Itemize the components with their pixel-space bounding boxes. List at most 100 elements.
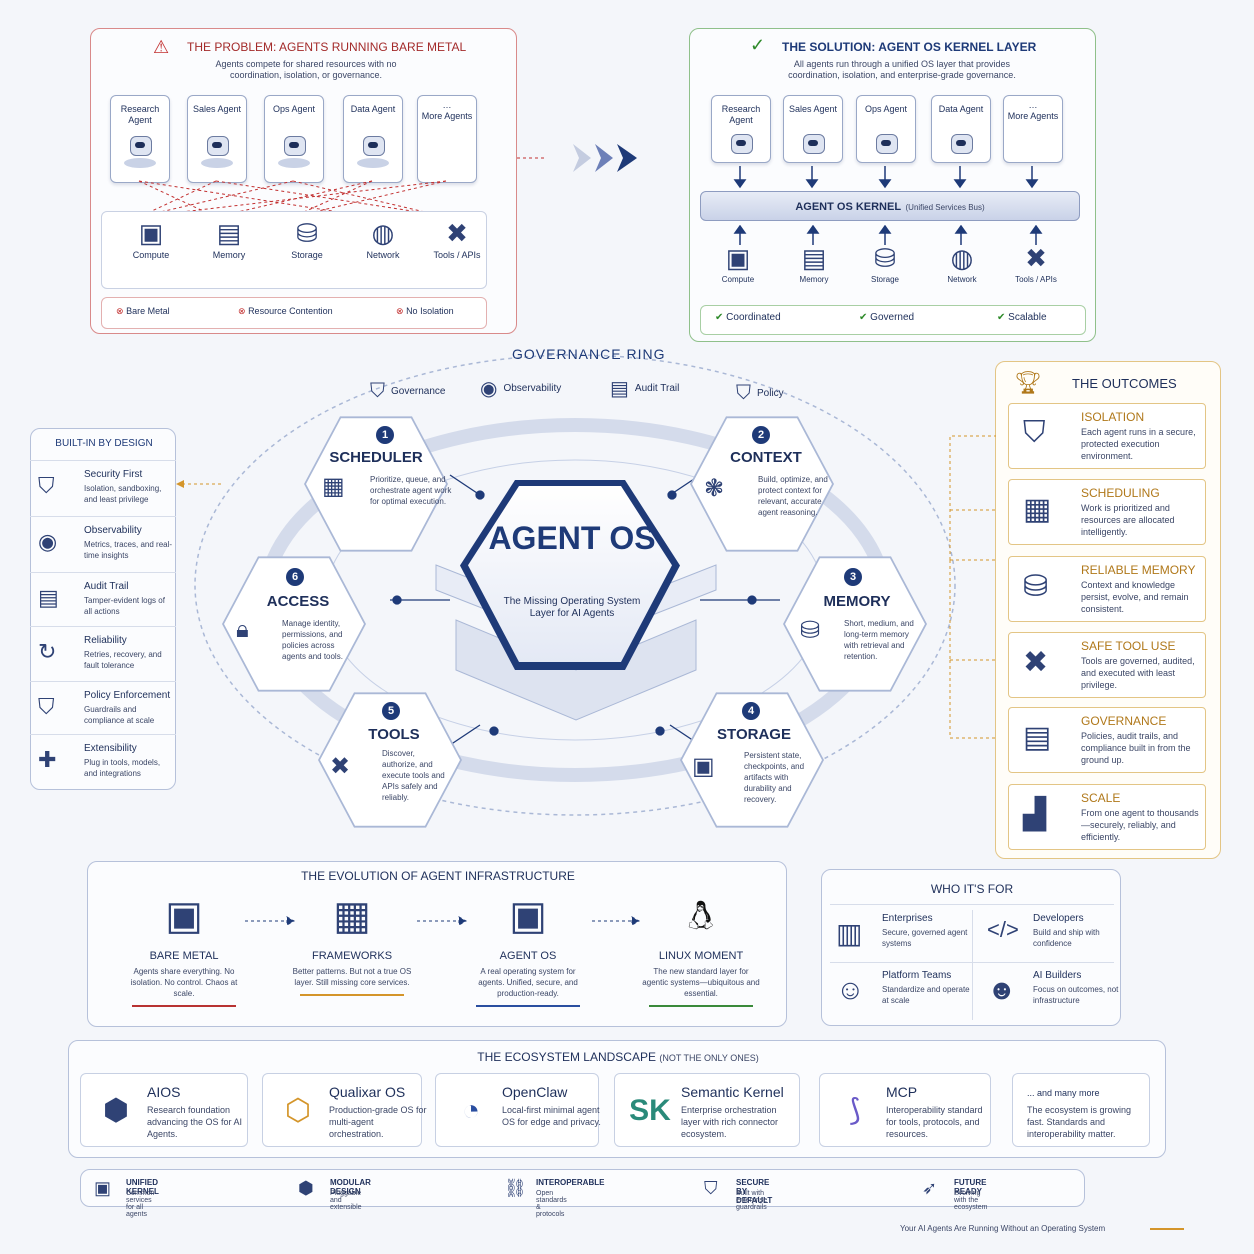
module-scheduler[interactable]	[304, 416, 448, 552]
solution-title: THE SOLUTION: AGENT OS KERNEL LAYER	[782, 40, 1037, 54]
eye-icon: ◉	[480, 378, 498, 400]
eco-title: Qualixar OS	[329, 1084, 406, 1100]
shield-check-icon: ⛉	[38, 694, 55, 719]
module-number: 1	[376, 426, 394, 444]
who-item-title: AI Builders	[1033, 970, 1082, 981]
benefit-coordinated: ✔ Coordinated	[715, 312, 781, 323]
module-title: MEMORY	[823, 593, 891, 610]
eco-title: Semantic Kernel	[681, 1084, 784, 1100]
outcome-title: GOVERNANCE	[1081, 714, 1167, 728]
module-desc: Discover, authorize, and execute tools a…	[382, 749, 445, 802]
evolution-title: THE EVOLUTION OF AGENT INFRASTRUCTURE	[301, 869, 575, 883]
resource-memory: ▤Memory	[194, 216, 264, 260]
issue-contention: ⊗ Resource Contention	[238, 306, 333, 317]
gov-label: Policy	[757, 388, 784, 400]
check-icon: ✔	[997, 312, 1006, 323]
shield-cube-icon: ⛉	[1023, 416, 1046, 449]
lock-icon: 🔒︎	[236, 616, 249, 643]
agent-card-ops: Ops Agent	[856, 95, 916, 163]
x-circle-icon: ⊗	[238, 306, 246, 316]
who-item-desc: Secure, governed agent systems	[882, 928, 968, 948]
builtin-item-title: Extensibility	[84, 743, 137, 754]
agent-label: Research Agent	[721, 104, 761, 125]
x-circle-icon: ⊗	[116, 306, 124, 316]
database-icon: ⛁	[296, 218, 318, 248]
tools-icon: ✖	[330, 753, 351, 780]
feature-title: SECURE BY DEFAULT	[736, 1178, 773, 1205]
issue-bar: ⊗ Bare Metal ⊗ Resource Contention ⊗ No …	[101, 297, 487, 329]
robot-icon	[731, 134, 753, 154]
chart-icon: ▟	[1023, 798, 1047, 831]
check-icon: ✔	[715, 312, 724, 323]
issue-bare-metal: ⊗ Bare Metal	[116, 306, 170, 317]
evo-underline	[649, 1005, 753, 1007]
evo-title: BARE METAL	[149, 950, 219, 962]
eco-title: AIOS	[147, 1084, 181, 1100]
clipboard-icon: ▤	[38, 585, 59, 610]
ecosystem-title: THE ECOSYSTEM LANDSCAPE	[477, 1050, 656, 1064]
gov-label: Observability	[503, 383, 562, 395]
robot-icon	[803, 134, 825, 154]
mcp-logo-icon: ⟆	[849, 1094, 861, 1127]
agent-label: Ops Agent	[864, 104, 908, 114]
gov-item-governance: ⛉Governance	[370, 380, 445, 403]
builtin-item-desc: Metrics, traces, and real-time insights	[84, 540, 173, 560]
database-icon: ⛁	[800, 617, 821, 644]
ellipsis-icon: …	[1028, 100, 1038, 110]
hexagon-logo-icon: ⬡	[284, 1094, 312, 1127]
resource-label: Storage	[870, 275, 900, 284]
issue-no-isolation: ⊗ No Isolation	[396, 306, 454, 317]
calendar-icon: ▦	[322, 473, 345, 500]
penguin-icon: 🐧︎	[688, 894, 714, 938]
feature-desc: Built with enterprise guardrails	[736, 1190, 768, 1211]
evo-desc: Agents share everything. No isolation. N…	[130, 967, 238, 998]
agent-card-research: Research Agent	[711, 95, 771, 163]
eco-desc: Interoperability standard for tools, pro…	[886, 1105, 983, 1139]
memory-icon: ▤	[216, 218, 242, 248]
evo-underline	[476, 1005, 580, 1007]
robot-icon	[207, 136, 229, 156]
sk-logo-icon: SK	[629, 1094, 671, 1127]
module-number: 2	[752, 426, 770, 444]
agent-card-more: …More Agents	[1003, 95, 1063, 163]
resource-network: ◍Network	[927, 241, 997, 284]
resource-label: Network	[366, 250, 400, 260]
refresh-icon: ↻	[38, 639, 57, 664]
gov-item-policy: ⛉Policy	[736, 382, 784, 405]
module-desc: Short, medium, and long-term memory with…	[844, 619, 914, 661]
gov-label: Governance	[391, 386, 446, 398]
benefit-scalable: ✔ Scalable	[997, 312, 1047, 323]
resource-compute: ▣Compute	[116, 216, 186, 260]
module-desc: Prioritize, queue, and orchestrate agent…	[370, 475, 452, 506]
feature-desc: Open standards & protocols	[536, 1190, 567, 1218]
builtin-item-title: Reliability	[84, 635, 127, 646]
agent-label: Sales Agent	[192, 104, 242, 114]
evo-title: LINUX MOMENT	[658, 950, 744, 962]
up-arrows	[733, 225, 1043, 245]
outcome-title: SCHEDULING	[1081, 486, 1160, 500]
team-icon: ☺	[836, 974, 865, 1005]
who-title: WHO IT'S FOR	[930, 882, 1014, 896]
who-item-title: Enterprises	[882, 913, 933, 924]
resource-label: Tools / APIs	[1015, 275, 1057, 284]
footer-tagline: Your AI Agents Are Running Without an Op…	[900, 1224, 1106, 1233]
module-title: TOOLS	[368, 726, 420, 743]
evo-desc: Better patterns. But not a true OS layer…	[292, 967, 412, 987]
benefit-governed: ✔ Governed	[859, 312, 914, 323]
policy-icon: ▤	[1023, 721, 1052, 754]
builtin-item-desc: Tamper-evident logs of all actions	[84, 596, 165, 616]
resource-tray: ▣Compute ▤Memory ⛁Storage ◍Network ✖Tool…	[101, 211, 487, 289]
eco-desc: Research foundation advancing the OS for…	[147, 1105, 243, 1139]
